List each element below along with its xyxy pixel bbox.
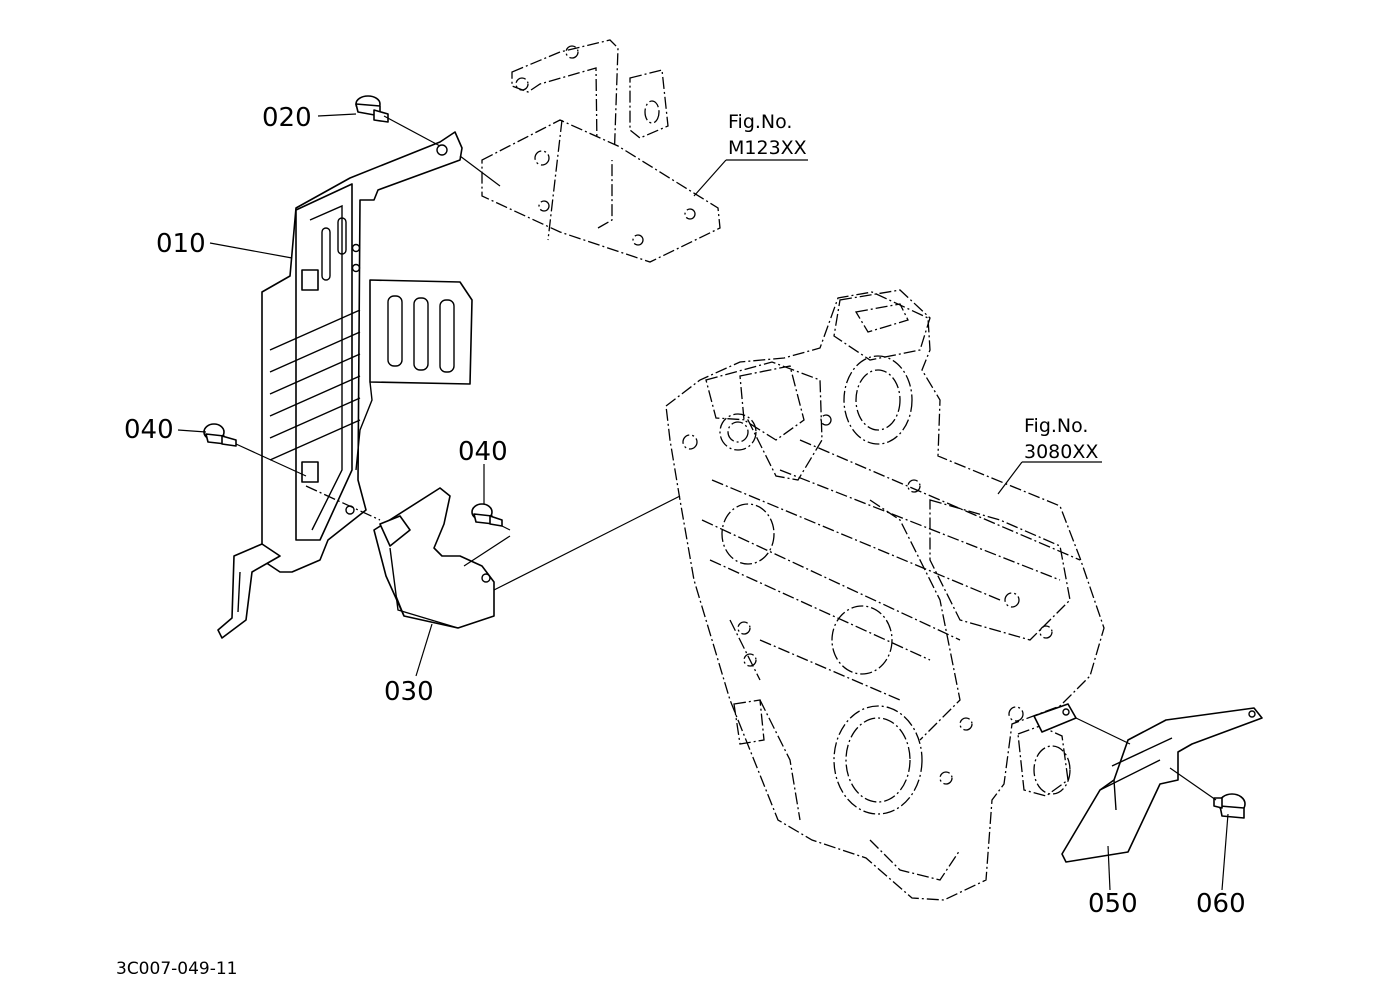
callout-040-left: 040 xyxy=(124,415,174,445)
fig-ref-gearcase-label: Fig.No. xyxy=(1024,415,1088,437)
mounting-bracket-reference xyxy=(481,39,721,263)
leader-lines xyxy=(177,113,1229,891)
bolt-040-left[interactable] xyxy=(203,423,237,447)
bolt-060[interactable] xyxy=(1213,793,1246,819)
heat-shield-050[interactable] xyxy=(1061,707,1263,863)
callout-010: 010 xyxy=(156,229,206,259)
callout-040-right: 040 xyxy=(458,437,508,467)
gear-case-reference xyxy=(665,289,1105,901)
bolt-020[interactable] xyxy=(355,95,389,123)
callout-030: 030 xyxy=(384,677,434,707)
heat-shield-030[interactable] xyxy=(373,487,495,629)
heat-shield-010[interactable] xyxy=(217,131,473,639)
fig-ref-bracket-label: Fig.No. xyxy=(728,111,792,133)
callout-020: 020 xyxy=(262,103,312,133)
callout-060: 060 xyxy=(1196,889,1246,919)
fig-ref-gearcase-number: 3080XX xyxy=(1024,441,1098,463)
assembly-lines xyxy=(235,115,1217,801)
drawing-code: 3C007-049-11 xyxy=(116,959,237,979)
callout-050: 050 xyxy=(1088,889,1138,919)
fig-ref-bracket-number: M123XX xyxy=(728,137,807,159)
bolt-040-right[interactable] xyxy=(471,503,503,527)
